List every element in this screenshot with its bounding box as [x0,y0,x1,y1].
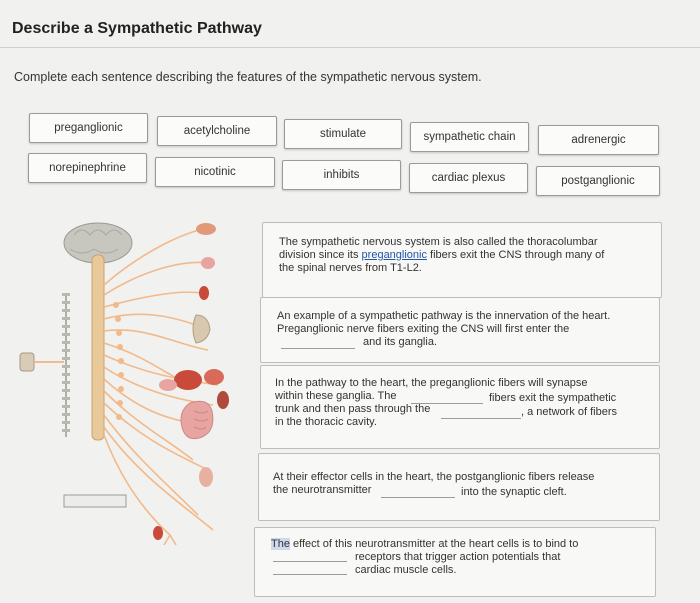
word-chip-nicotinic[interactable]: nicotinic [155,157,275,187]
sentence-4-line-2b: into the synaptic cleft. [461,486,567,498]
title-divider [0,47,700,48]
preganglionic-link[interactable]: preganglionic [361,249,427,261]
sympathetic-nervous-system-diagram [18,215,240,555]
blank-drop-zone-5[interactable] [273,561,347,562]
sentence-1-text: division since its [279,249,362,261]
sentence-3-line-1: In the pathway to the heart, the pregang… [275,377,588,389]
sentence-2-line-2: Preganglionic nerve fibers exiting the C… [277,323,570,335]
sentence-card-4: At their effector cells in the heart, th… [258,453,660,521]
word-chip-norepinephrine[interactable]: norepinephrine [28,153,147,183]
word-chip-adrenergic[interactable]: adrenergic [538,125,659,155]
sentence-3-line-3a: trunk and then pass through the [275,403,431,415]
word-chip-preganglionic[interactable]: preganglionic [29,113,148,143]
sentence-3-line-4: in the thoracic cavity. [275,416,377,428]
word-chip-cardiac-plexus[interactable]: cardiac plexus [409,163,528,193]
blank-drop-zone-3[interactable] [441,418,521,419]
sentence-2-line-1: An example of a sympathetic pathway is t… [277,310,611,322]
word-chip-stimulate[interactable]: stimulate [284,119,402,149]
sentence-5-line-2: receptors that trigger action potentials… [355,551,561,563]
sentence-3-line-2a: within these ganglia. The [275,390,397,402]
sentence-1-line-2: division since its preganglionic fibers … [279,249,604,262]
sentence-card-1: The sympathetic nervous system is also c… [262,222,662,298]
blank-drop-zone-6[interactable] [273,574,347,575]
sentence-5-line-3: cardiac muscle cells. [355,564,457,576]
blank-drop-zone-1[interactable] [281,348,355,349]
instruction-text: Complete each sentence describing the fe… [14,70,482,84]
sentence-1-line-3: the spinal nerves from T1-L2. [279,262,422,274]
sentence-5-highlight: The [271,538,290,550]
sentence-1-text-cont: fibers exit the CNS through many of [426,249,605,261]
sentence-5-text: effect of this neurotransmitter at the h… [289,538,579,550]
page-title: Describe a Sympathetic Pathway [12,20,262,37]
word-chip-sympathetic-chain[interactable]: sympathetic chain [410,122,529,152]
word-chip-inhibits[interactable]: inhibits [282,160,401,190]
word-chip-postganglionic[interactable]: postganglionic [536,166,660,196]
word-chip-acetylcholine[interactable]: acetylcholine [157,116,277,146]
blank-drop-zone-4[interactable] [381,497,455,498]
sentence-1-line-1: The sympathetic nervous system is also c… [279,236,598,248]
sentence-card-2: An example of a sympathetic pathway is t… [260,297,660,363]
sentence-card-3: In the pathway to the heart, the pregang… [260,365,660,449]
sentence-2-line-3: and its ganglia. [363,336,437,348]
sentence-4-line-2a: the neurotransmitter [273,484,372,496]
nervous-system-illustration [19,222,229,546]
sentence-5-line-1: The effect of this neurotransmitter at t… [271,538,578,551]
sentence-4-line-1: At their effector cells in the heart, th… [273,471,595,483]
sentence-3-line-3b: , a network of fibers [521,406,617,418]
sentence-card-5: The effect of this neurotransmitter at t… [254,527,656,597]
blank-drop-zone-2[interactable] [411,403,483,404]
sentence-3-line-2b: fibers exit the sympathetic [489,392,617,404]
